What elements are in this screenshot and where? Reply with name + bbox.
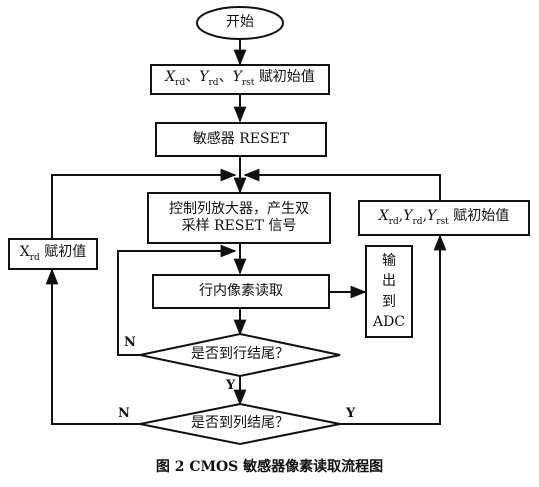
loop-row-n bbox=[117, 244, 237, 356]
row-decision-n-label: N bbox=[124, 335, 136, 350]
output-char-1: 输 bbox=[382, 252, 396, 269]
control-line-2: 采样 RESET 信号 bbox=[181, 218, 297, 234]
figure-caption: 图 2 CMOS 敏感器像素读取流程图 bbox=[155, 459, 384, 475]
output-adc-box: 输 出 到 ADC bbox=[365, 245, 413, 338]
row-decision-y-label: Y bbox=[226, 378, 236, 393]
init-all-box: Xrd、Yrd、Yrst 赋初始值 bbox=[150, 64, 330, 95]
row-end-diamond bbox=[139, 332, 341, 378]
output-char-3: 到 bbox=[382, 293, 396, 310]
row-end-question: 是否到行结尾？ bbox=[191, 346, 289, 363]
x-init-box: Xrd 赋初值 bbox=[8, 238, 98, 270]
col-end-question: 是否到列结尾？ bbox=[191, 415, 289, 432]
col-decision-y-label: Y bbox=[346, 406, 356, 421]
xy-init-text: Xrd,Yrd,Yrst 赋初始值 bbox=[378, 207, 510, 227]
control-amplifier-box: 控制列放大器，产生双 采样 RESET 信号 bbox=[147, 192, 331, 244]
loop-x-init-back bbox=[51, 168, 237, 238]
loop-xy-init-back bbox=[243, 168, 441, 200]
col-decision-n-label: N bbox=[118, 406, 130, 421]
sensor-reset-box: 敏感器 RESET bbox=[155, 122, 327, 157]
col-end-diamond bbox=[139, 402, 341, 446]
xy-init-box: Xrd,Yrd,Yrst 赋初始值 bbox=[358, 200, 530, 236]
control-line-1: 控制列放大器，产生双 bbox=[169, 200, 309, 217]
loop-col-n bbox=[45, 268, 140, 425]
output-char-2: 出 bbox=[382, 273, 396, 290]
loop-col-y bbox=[340, 234, 447, 425]
read-row-box: 行内像素读取 bbox=[152, 274, 330, 309]
output-char-4: ADC bbox=[372, 313, 406, 330]
init-all-text: Xrd、Yrd、Yrst 赋初始值 bbox=[165, 69, 315, 89]
start-label: 开始 bbox=[226, 14, 254, 31]
x-init-text: Xrd 赋初值 bbox=[19, 243, 87, 263]
